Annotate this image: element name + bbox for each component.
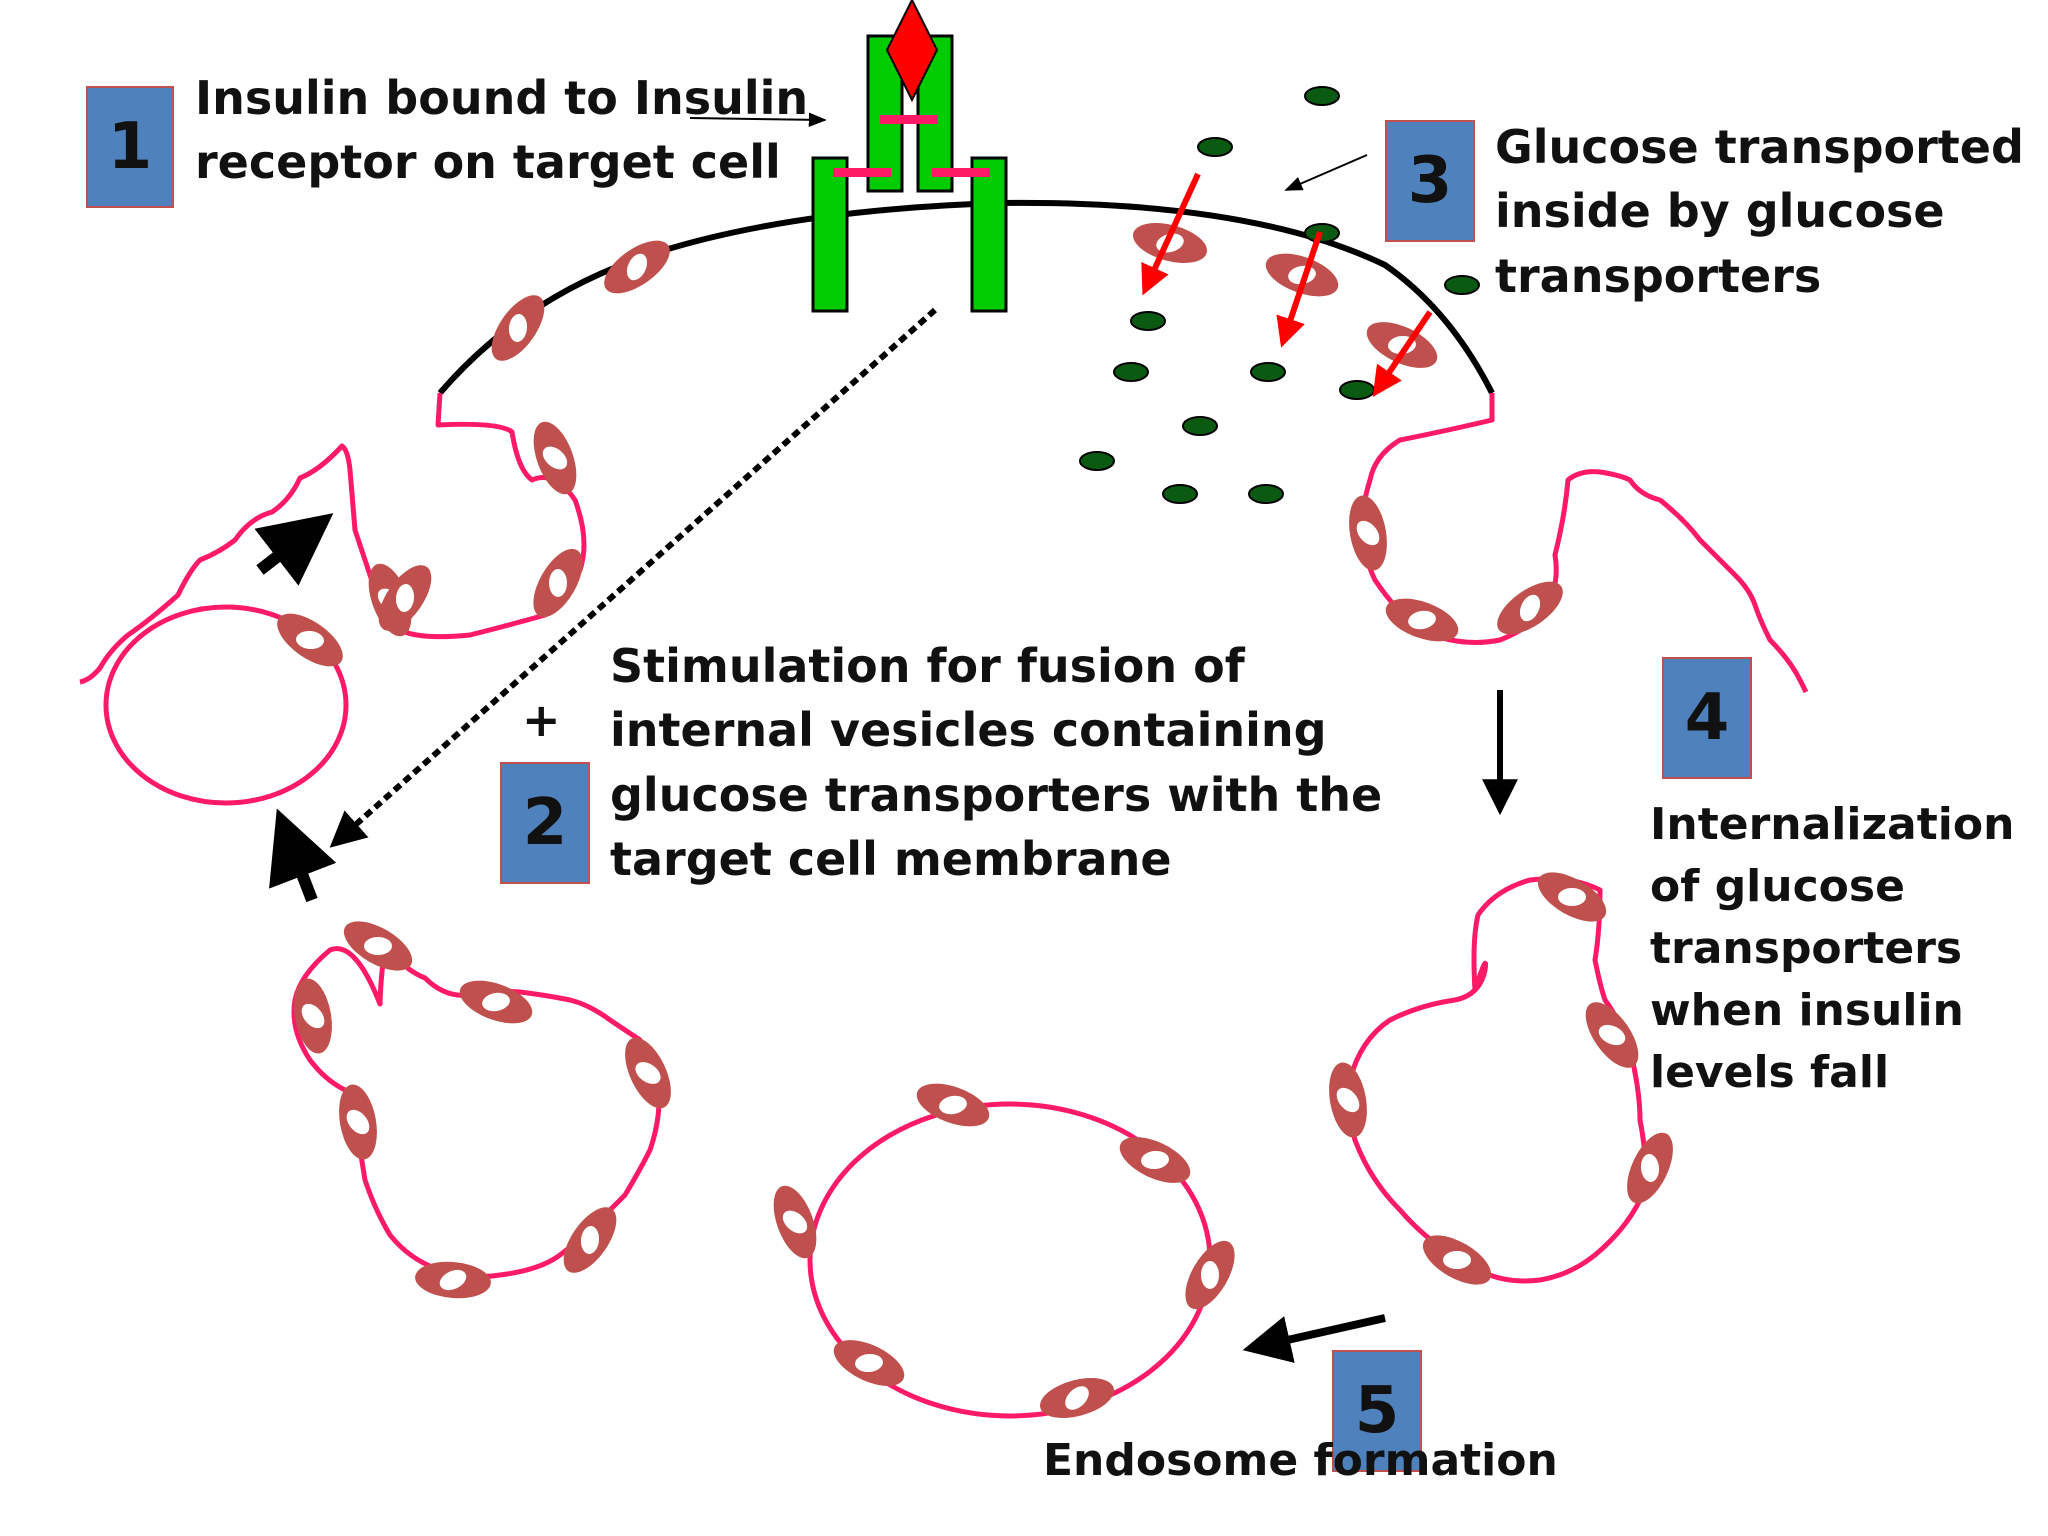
glucose-transporter-icon [1537, 872, 1607, 922]
step-1-label: Insulin bound to Insulin receptor on tar… [195, 66, 808, 195]
glucose-transporter-icon [1265, 253, 1339, 297]
step-2-line-4: target cell membrane [610, 832, 1172, 887]
glucose-transporter-icon [491, 295, 545, 361]
glucose-transporter-icon [459, 980, 533, 1024]
glucose-transporter-icon [294, 978, 332, 1054]
red-arrow-3 [1372, 310, 1433, 397]
glucose-molecule-icon [1182, 416, 1218, 436]
step-5-badge: 5 [1332, 1350, 1422, 1472]
step-3-badge: 3 [1385, 120, 1475, 242]
glucose-transporter-icon [343, 921, 413, 971]
plus-sign: + [522, 693, 561, 747]
glucose-transporter-icon [1040, 1378, 1114, 1418]
glucose-transporter-icon [1585, 1002, 1639, 1068]
insulin-icon [885, 0, 939, 103]
glucose-molecules [1079, 86, 1480, 504]
step-1-badge: 1 [86, 86, 174, 208]
step-5-line-1: Endosome formation [1043, 1435, 1558, 1486]
step-3-label: Glucose transported inside by glucose tr… [1495, 115, 2024, 308]
cycle-arrow-fusion [254, 513, 334, 586]
step-2-badge: 2 [500, 762, 590, 884]
glucose-molecule-icon [1197, 137, 1233, 157]
step-4-label: Internalization of glucose transporters … [1650, 794, 2014, 1104]
glucose-transporter-icon [604, 240, 670, 294]
step-4-line-1: Internalization [1650, 799, 2015, 850]
glucose-molecule-icon [1250, 362, 1286, 382]
step-4-badge: 4 [1662, 657, 1752, 779]
glucose-transporter-icon [773, 1185, 817, 1259]
glucose-transporter-icon [1385, 598, 1459, 642]
glucose-transporter-icon [1349, 495, 1387, 571]
glucose-transporter-icon [415, 1261, 491, 1299]
pointer-arrow-step-3 [1284, 154, 1368, 191]
glucose-molecule-icon [1079, 451, 1115, 471]
pointer-arrow-step-1 [689, 112, 827, 127]
step-3-line-1: Glucose transported [1495, 120, 2024, 174]
glucose-transporter-icon [1133, 223, 1207, 263]
glucose-transporter-icon [625, 1037, 671, 1109]
glucose-molecule-icon [1444, 275, 1480, 295]
vesicle-fusing [103, 604, 349, 806]
stimulation-arrow [329, 307, 937, 848]
glucose-transporter-icon [1366, 322, 1438, 368]
glucose-transporters [277, 223, 1673, 1418]
glucose-transporter-icon [533, 421, 577, 495]
glucose-transporter-icon [277, 613, 343, 667]
step-2-label: Stimulation for fusion of internal vesic… [610, 634, 1382, 892]
membrane-bud-left [79, 392, 587, 685]
step-2-line-2: internal vesicles containing [610, 703, 1327, 758]
step-1-line-2: receptor on target cell [195, 135, 781, 190]
glucose-transporter-icon [1329, 1062, 1367, 1138]
glucose-molecule-icon [1248, 484, 1284, 504]
step-4-line-2: of glucose [1650, 861, 1905, 912]
glucose-molecule-icon [1304, 86, 1340, 106]
glucose-transporter-icon [339, 1084, 377, 1160]
glucose-transporter-icon [563, 1207, 617, 1273]
step-4-line-3: transporters [1650, 923, 1963, 974]
step-5-label: Endosome formation [1043, 1430, 1558, 1492]
glucose-transporter-icon [833, 1340, 905, 1386]
vesicle-internalizing [1345, 876, 1648, 1284]
glucose-transporter-icon [1119, 1137, 1191, 1183]
cycle-arrow-up [269, 808, 337, 903]
glucose-transporter-icon [1422, 1235, 1492, 1285]
glucose-transporter-icon [533, 548, 583, 618]
glucose-molecule-icon [1162, 484, 1198, 504]
glucose-transporter-icon [1627, 1132, 1673, 1204]
glucose-molecule-icon [1113, 362, 1149, 382]
step-2-line-1: Stimulation for fusion of [610, 639, 1245, 693]
glucose-transporter-icon [916, 1083, 990, 1127]
step-4-line-4: when insulin [1650, 985, 1964, 1036]
step-2-line-3: glucose transporters with the [610, 767, 1383, 822]
red-arrow-1 [1141, 172, 1201, 296]
glucose-transporter-icon [1497, 581, 1563, 635]
step-3-line-3: transporters [1495, 248, 1822, 303]
step-1-line-1: Insulin bound to Insulin [195, 71, 809, 125]
membrane-bud-right [1359, 393, 1809, 694]
glucose-molecule-icon [1130, 311, 1166, 331]
glucose-transporter-icon [378, 565, 432, 631]
red-arrow-2 [1276, 231, 1323, 348]
step-3-line-2: inside by glucose [1495, 184, 1945, 239]
cycle-arrow-endosome [1242, 1314, 1386, 1363]
glucose-molecule-icon [1339, 380, 1375, 400]
glucose-transporter-icon [1185, 1240, 1235, 1310]
step-4-line-5: levels fall [1650, 1047, 1890, 1098]
